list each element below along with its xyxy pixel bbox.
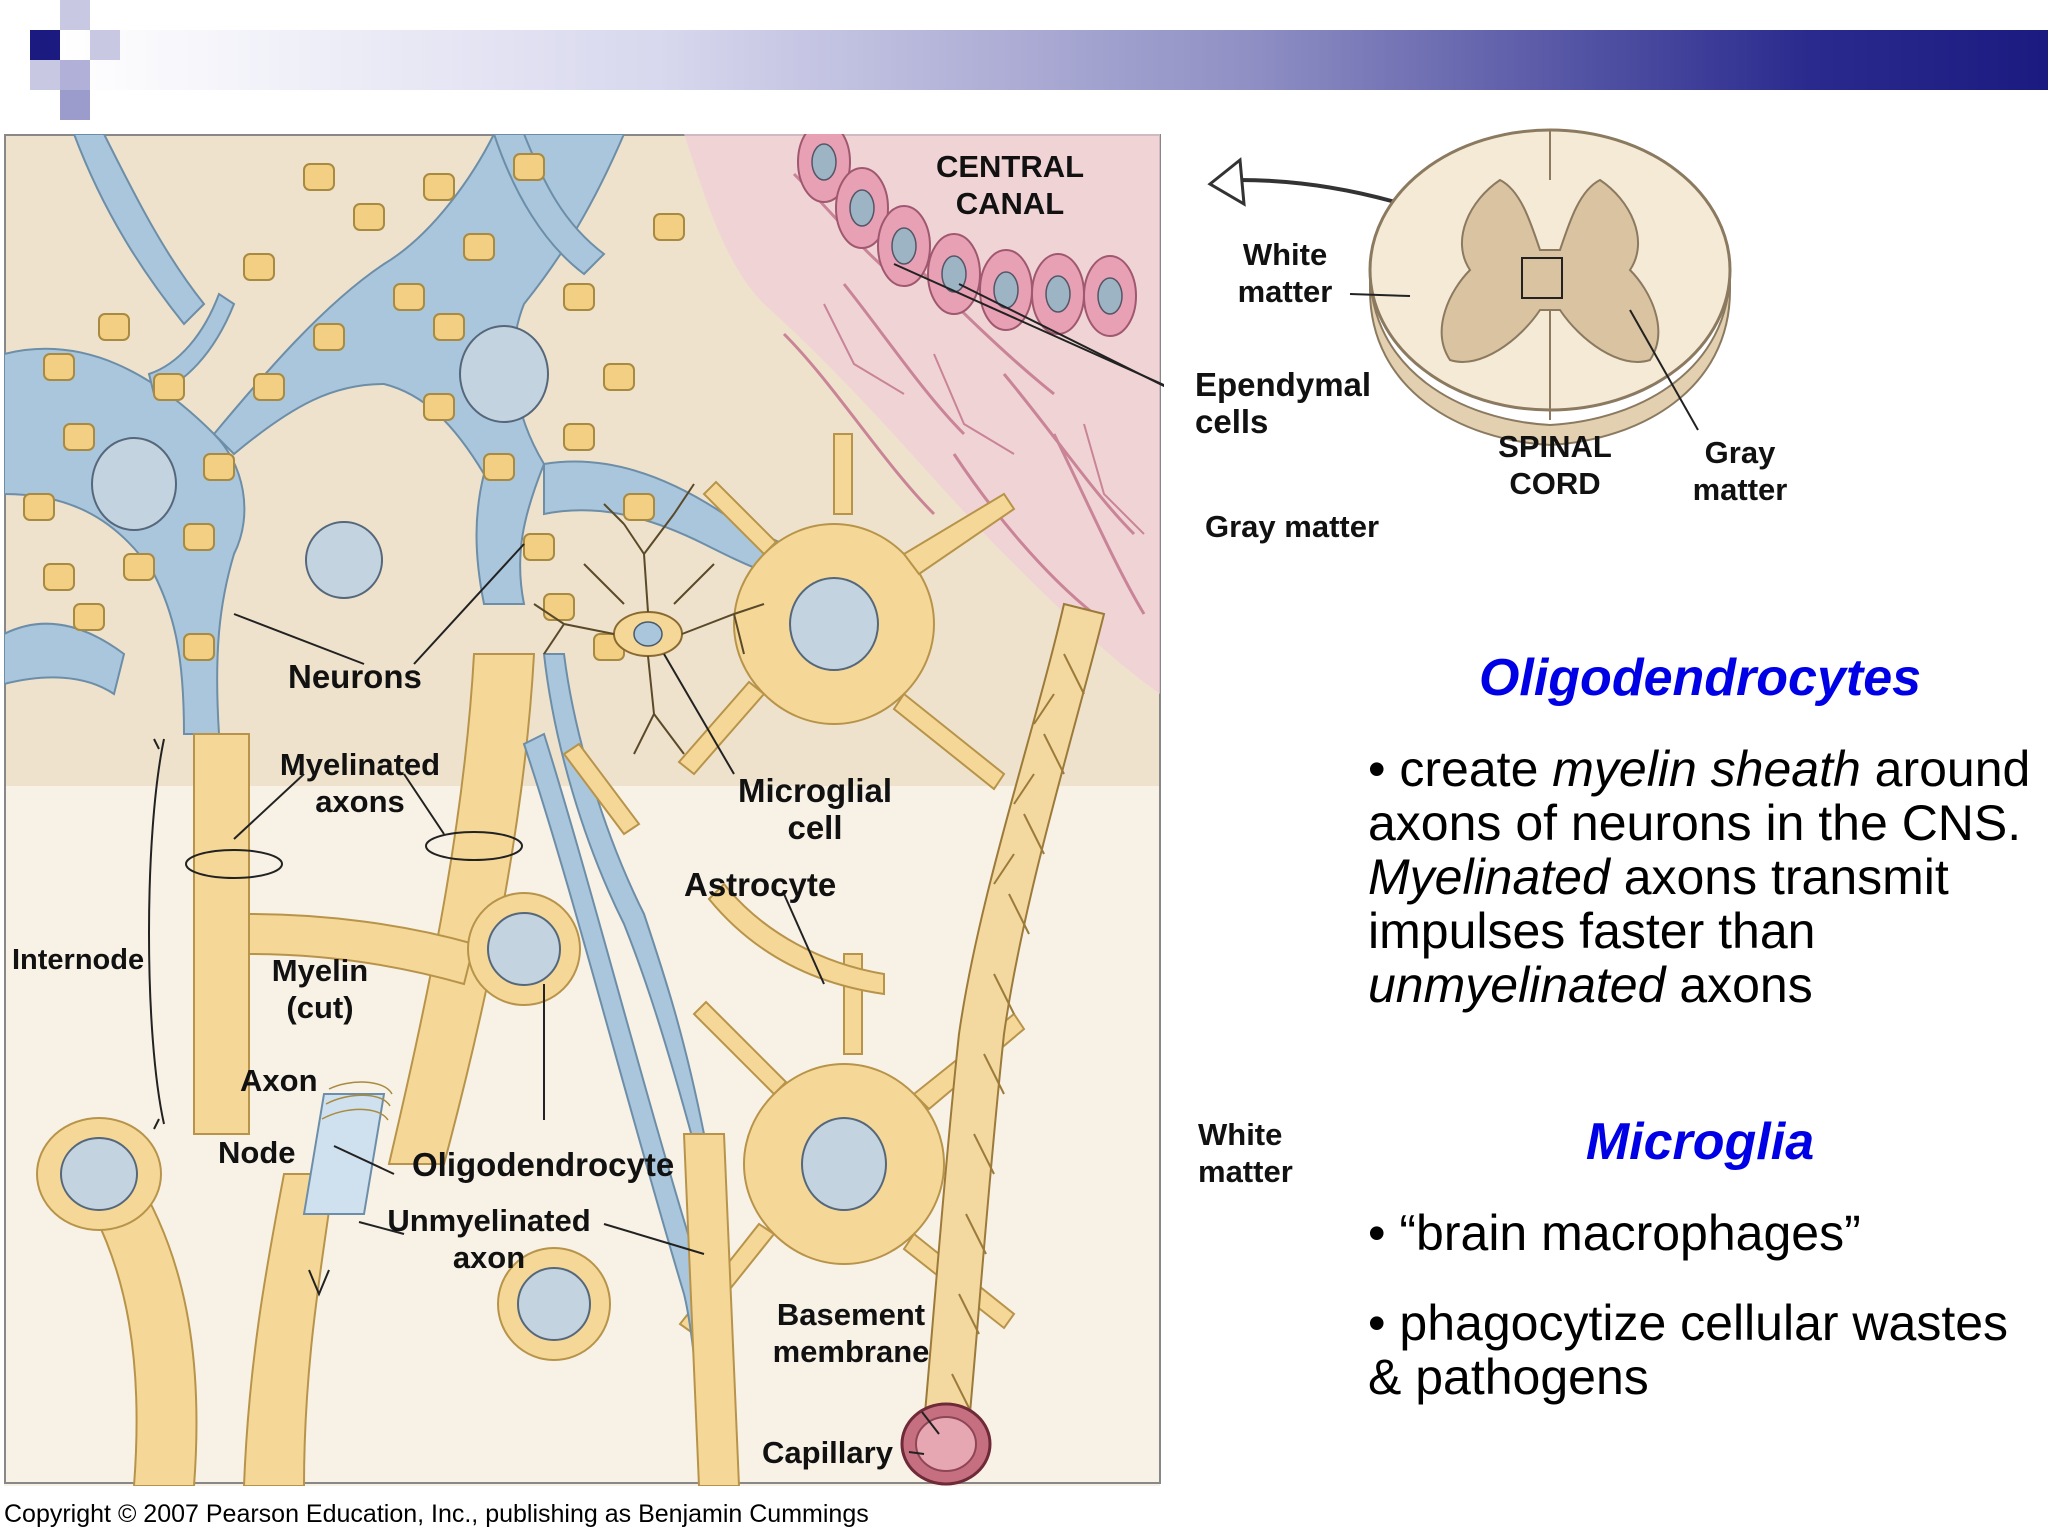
- label-line: Gray: [1704, 435, 1776, 470]
- bullet-marker: •: [1368, 741, 1400, 797]
- label-microglial-cell: Microglial cell: [720, 772, 910, 846]
- label-line: matter: [1692, 472, 1788, 507]
- gray-matter-butterfly: [1440, 178, 1660, 363]
- oligodendrocyte: [36, 892, 611, 1361]
- label-gray-matter-inset: Gray matter: [1670, 434, 1810, 508]
- ependymal-cells: [797, 134, 1137, 337]
- bullet-text: “brain macrophages”: [1399, 1205, 1861, 1261]
- label-white-matter-inset: White matter: [1220, 236, 1350, 310]
- deco-square: [60, 0, 90, 30]
- capillary: [900, 602, 1106, 1486]
- label-white-matter: White matter: [1198, 1116, 1293, 1190]
- label-oligodendrocyte: Oligodendrocyte: [412, 1146, 675, 1183]
- label-node: Node: [218, 1135, 296, 1170]
- deco-square: [30, 60, 60, 90]
- label-neurons: Neurons: [288, 658, 422, 695]
- label-line: matter: [1198, 1154, 1293, 1189]
- bullet-marker: •: [1368, 1295, 1400, 1351]
- deco-square: [60, 60, 90, 90]
- label-line: CENTRAL: [935, 149, 1085, 184]
- label-line: Unmyelinated: [387, 1203, 591, 1238]
- bullet-text: axons: [1665, 957, 1813, 1013]
- myelinated-axons: [92, 653, 536, 1486]
- bullet-text: create: [1399, 741, 1553, 797]
- unmyelinated-axon: [522, 732, 741, 1486]
- spinal-cord-side: [1369, 269, 1731, 447]
- bullet-text-italic: unmyelinated: [1368, 957, 1666, 1013]
- bullet-marker: •: [1368, 1205, 1400, 1261]
- label-line: Basement: [776, 1297, 926, 1332]
- label-axon: Axon: [240, 1063, 318, 1098]
- bare-axon-segment: [302, 1081, 393, 1215]
- label-line: cell: [787, 809, 843, 846]
- label-line: membrane: [772, 1334, 930, 1369]
- microglial-cell: [533, 483, 765, 755]
- label-line: Microglial: [737, 772, 893, 809]
- bullet-microglia-2: • phagocytize cellular wastes & pathogen…: [1368, 1296, 2048, 1404]
- copyright-notice: Copyright © 2007 Pearson Education, Inc.…: [4, 1500, 869, 1528]
- astrocytes: [562, 433, 1026, 1336]
- spinal-cord-inset: [1207, 128, 1732, 447]
- label-line: Myelinated: [279, 747, 441, 782]
- bullet-text-italic: Myelinated: [1368, 849, 1610, 905]
- label-line: axons: [315, 784, 405, 819]
- bullet-text: around axons of neurons in the CNS.: [1368, 741, 2031, 851]
- label-line: White: [1198, 1117, 1283, 1152]
- label-ependymal-cells: Ependymal cells: [1195, 366, 1371, 440]
- label-line: White: [1242, 237, 1328, 272]
- heading-oligodendrocytes: Oligodendrocytes: [1478, 649, 1922, 707]
- label-line: axon: [452, 1240, 526, 1275]
- label-central-canal: CENTRAL CANAL: [915, 148, 1105, 222]
- bullet-oligodendrocytes-1: • create myelin sheath around axons of n…: [1368, 742, 2048, 1012]
- title-bar-decoration: [0, 0, 2048, 120]
- deco-square: [0, 0, 30, 30]
- label-unmyelinated-axon: Unmyelinated axon: [384, 1202, 594, 1276]
- wm-leader: [1349, 293, 1411, 297]
- bullet-text: phagocytize cellular wastes & pathogens: [1368, 1295, 2009, 1405]
- bullet-microglia-1: • “brain macrophages”: [1368, 1206, 2048, 1260]
- bullet-text: axons transmit impulses faster than: [1368, 849, 1949, 959]
- label-gray-matter: Gray matter: [1205, 509, 1380, 544]
- heading-microglia: Microglia: [1585, 1113, 1815, 1171]
- label-line: Ependymal: [1195, 366, 1372, 403]
- leader-lines: [148, 263, 1164, 1455]
- label-line: (cut): [286, 990, 354, 1025]
- label-basement-membrane: Basement membrane: [766, 1296, 936, 1370]
- gm-leader: [1629, 309, 1699, 431]
- bullet-text-italic: myelin sheath: [1552, 741, 1861, 797]
- deco-square: [30, 30, 60, 60]
- inset-arrow-head: [1207, 157, 1246, 207]
- label-line: SPINAL: [1498, 429, 1612, 464]
- label-line: matter: [1237, 274, 1333, 309]
- label-myelinated-axons: Myelinated axons: [270, 746, 450, 820]
- label-myelin-cut: Myelin (cut): [260, 952, 380, 1026]
- label-internode: Internode: [12, 944, 145, 976]
- label-spinal-cord: SPINAL CORD: [1470, 428, 1640, 502]
- gradient-bar: [60, 30, 2048, 90]
- label-line: CORD: [1509, 466, 1601, 501]
- label-line: CANAL: [955, 186, 1065, 221]
- label-line: cells: [1195, 403, 1269, 440]
- inset-highlight-box: [1521, 257, 1563, 299]
- deco-square: [90, 30, 120, 60]
- label-line: Myelin: [271, 953, 369, 988]
- synaptic-knobs: [23, 153, 685, 661]
- neuron-nuclei: [91, 325, 549, 599]
- label-capillary: Capillary: [762, 1435, 893, 1470]
- astrocyte-nuclei: [789, 577, 887, 1211]
- deco-square: [60, 90, 90, 120]
- neuroglia-illustration: [4, 134, 1164, 1486]
- label-astrocyte: Astrocyte: [684, 866, 837, 903]
